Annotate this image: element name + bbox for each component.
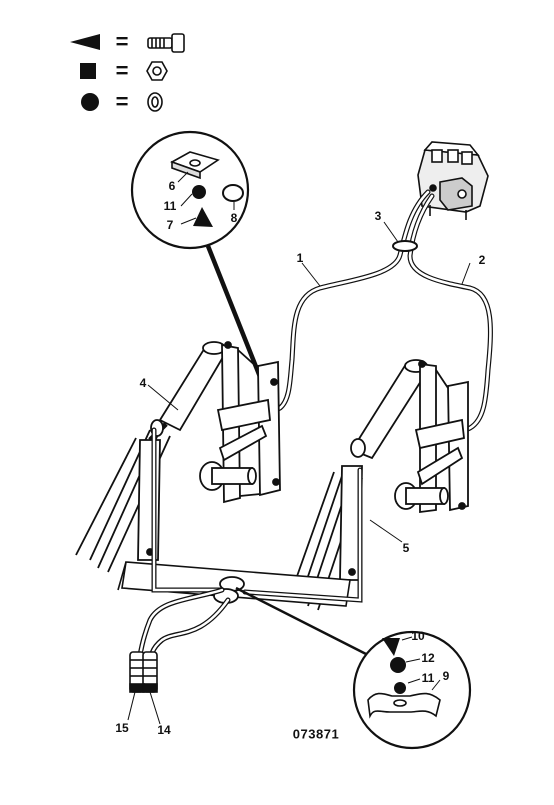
legend-equals-1: = — [115, 29, 129, 54]
detail-inset-top — [130, 130, 273, 403]
callout-4: 4 — [139, 376, 147, 390]
quick-couplers — [129, 651, 158, 693]
drawing-number: 073871 — [292, 726, 340, 742]
hydraulic-hoses — [255, 189, 493, 433]
bolt-marker-icon — [193, 207, 213, 227]
callout-6: 6 — [168, 179, 176, 193]
callout-12: 12 — [421, 651, 435, 665]
legend — [70, 33, 185, 112]
callout-5: 5 — [402, 541, 410, 555]
bolt-marker-icon-2 — [382, 638, 400, 656]
control-valve-block — [417, 141, 489, 220]
square-symbol-icon — [80, 63, 96, 79]
callout-10: 10 — [411, 629, 425, 643]
callout-1: 1 — [296, 251, 304, 265]
left-loader-arm — [75, 341, 281, 573]
legend-equals-2: = — [115, 58, 129, 83]
callout-11-bottom: 11 — [421, 671, 435, 685]
callout-3: 3 — [374, 209, 382, 223]
leader-lines — [127, 221, 471, 725]
triangle-symbol-icon — [70, 34, 100, 50]
nut-marker-icon — [394, 682, 406, 694]
circle-symbol-icon — [81, 93, 99, 111]
callout-8: 8 — [230, 211, 238, 225]
legend-equals-3: = — [115, 89, 129, 114]
callout-2: 2 — [478, 253, 486, 267]
o-ring-icon — [222, 184, 244, 202]
bolt-icon — [147, 33, 185, 53]
clamp-bracket-icon — [170, 151, 220, 180]
right-loader-arm — [289, 359, 469, 611]
nut-icon — [146, 61, 168, 81]
washer-marker-icon — [192, 185, 206, 199]
callout-14: 14 — [157, 723, 171, 737]
callout-9: 9 — [442, 669, 450, 683]
callout-11-top: 11 — [163, 199, 177, 213]
washer-icon — [147, 92, 163, 112]
callout-7: 7 — [166, 218, 174, 232]
callout-15: 15 — [115, 721, 129, 735]
detail-inset-bottom — [235, 586, 472, 750]
washer-marker-icon-2 — [390, 657, 406, 673]
pipe-clip-icon — [367, 692, 441, 719]
